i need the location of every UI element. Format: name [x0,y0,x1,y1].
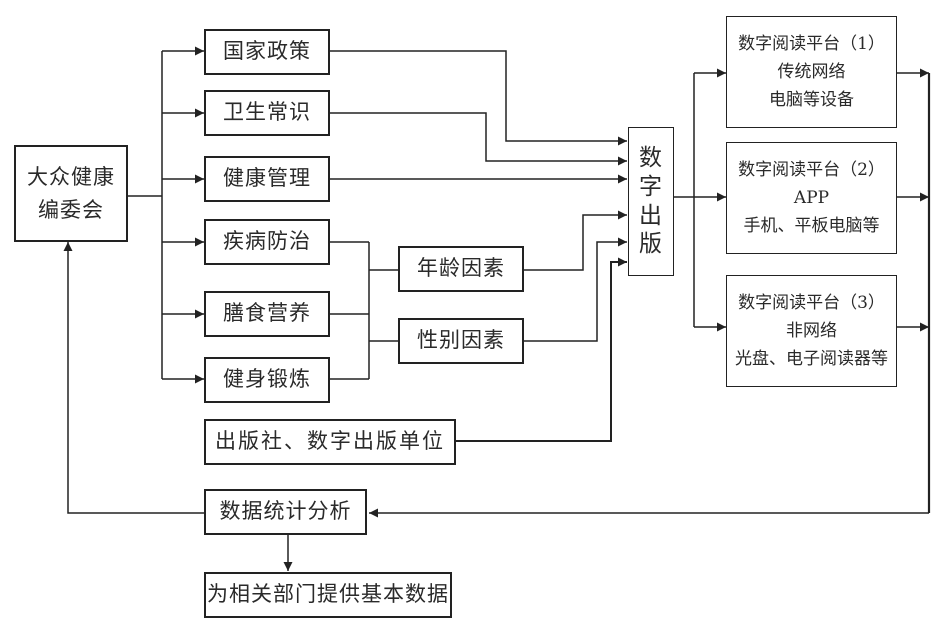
platform-box-1: 数字阅读平台（1） 传统网络 电脑等设备 [726,16,897,128]
data-provision-box: 为相关部门提供基本数据 [204,572,452,618]
publishing-char: 出 [639,202,663,229]
topic-box-national-policy: 国家政策 [204,29,330,75]
topic-label: 卫生常识 [223,100,311,125]
factor-label: 性别因素 [417,328,505,353]
publishing-char: 字 [639,173,663,200]
arrow-topic1-to-publishing [330,50,627,146]
topic-box-disease-prevention: 疾病防治 [204,219,330,265]
platform-title: 数字阅读平台（1） [738,33,885,54]
publisher-label: 出版社、数字出版单位 [215,429,445,454]
digital-publishing-box: 数 字 出 版 [628,127,674,276]
topic-label: 疾病防治 [223,229,311,254]
arrow-gender-to-publishing [523,237,627,342]
editor-committee-box: 大众健康 编委会 [14,145,128,242]
publisher-box: 出版社、数字出版单位 [204,419,456,465]
platform-title: 数字阅读平台（3） [738,292,885,313]
topic-box-health-management: 健康管理 [204,156,330,202]
platform-devices: 电脑等设备 [769,90,854,111]
platform-box-2: 数字阅读平台（2） APP 手机、平板电脑等 [726,142,897,254]
topic-box-fitness: 健身锻炼 [204,357,330,403]
arrow-age-to-publishing [523,210,627,271]
arrow-topic2-to-publishing [330,112,627,166]
topic-label: 膳食营养 [223,301,311,326]
arrow-publisher-to-publishing [455,257,627,442]
factor-box-gender: 性别因素 [398,318,524,364]
topic-label: 健康管理 [223,166,311,191]
platform-type: APP [793,187,830,208]
platform-title: 数字阅读平台（2） [738,159,885,180]
topic-label: 国家政策 [223,39,311,64]
topic-box-diet-nutrition: 膳食营养 [204,291,330,337]
editor-line-2: 编委会 [38,197,104,222]
analysis-label: 数据统计分析 [219,499,352,524]
data-analysis-box: 数据统计分析 [204,489,367,535]
platform-box-3: 数字阅读平台（3） 非网络 光盘、电子阅读器等 [726,275,897,387]
platform-type: 非网络 [786,320,837,341]
editor-line-1: 大众健康 [27,164,115,189]
platform-devices: 手机、平板电脑等 [743,216,880,237]
topic-label: 健身锻炼 [223,367,311,392]
publishing-char: 版 [639,231,663,258]
output-label: 为相关部门提供基本数据 [207,582,449,607]
arrow-feedback-to-editor [63,242,204,514]
factor-label: 年龄因素 [417,256,505,281]
platform-type: 传统网络 [777,61,846,82]
platform-devices: 光盘、电子阅读器等 [735,349,888,370]
topic-box-hygiene-knowledge: 卫生常识 [204,90,330,136]
factor-box-age: 年龄因素 [398,246,524,292]
publishing-char: 数 [639,145,663,171]
